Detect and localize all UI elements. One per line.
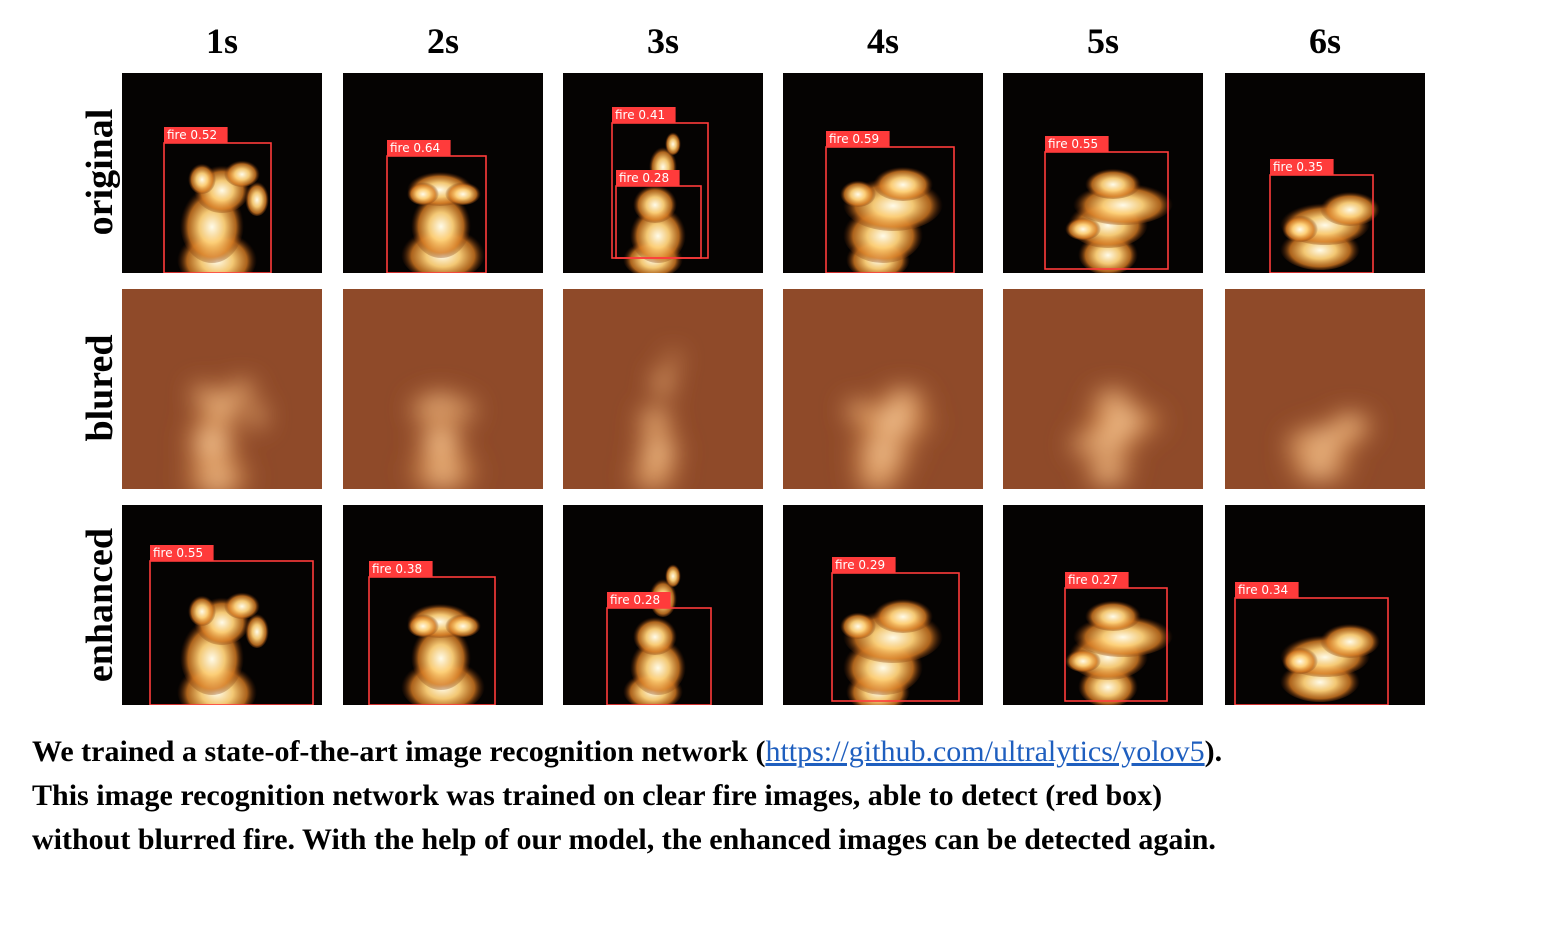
image-blured-1s (122, 289, 322, 489)
fire-flame (840, 381, 943, 489)
image-blured-5s (1003, 289, 1203, 489)
detection-box: fire 0.64 (386, 140, 487, 273)
fire-flame (840, 597, 943, 705)
caption-line-1: We trained a state-of-the-art image reco… (32, 730, 1532, 774)
detection-label: fire 0.55 (1048, 137, 1098, 151)
detection-box: fire 0.59 (825, 131, 955, 273)
time-label-2s: 2s (426, 21, 459, 61)
image-blured-2s (343, 289, 543, 489)
fire-flame (623, 563, 686, 705)
caption-line-2: This image recognition network was train… (32, 779, 1163, 812)
image-original-5s: fire 0.55 (1003, 73, 1203, 273)
fire-flame (1065, 383, 1173, 489)
fire-flame (401, 386, 485, 489)
detection-box: fire 0.28 (615, 170, 702, 259)
detection-label: fire 0.28 (610, 593, 660, 607)
row-label-original: original (79, 108, 121, 236)
caption-text-after-link: ). (1204, 735, 1223, 768)
fire-flame (1280, 406, 1380, 486)
detection-label: fire 0.28 (619, 171, 669, 185)
caption: We trained a state-of-the-art image reco… (32, 730, 1532, 862)
fire-flame (177, 159, 269, 273)
time-label-4s: 4s (866, 21, 899, 61)
fire-flame (1065, 599, 1173, 705)
image-enhanced-4s: fire 0.29 (783, 505, 983, 705)
row-label-enhanced: enhanced (79, 527, 121, 683)
detection-label: fire 0.55 (153, 546, 203, 560)
time-label-3s: 3s (646, 21, 679, 61)
image-original-3s: fire 0.41 fire 0.28 (563, 73, 763, 273)
image-blured-6s (1225, 289, 1425, 489)
detection-box: fire 0.34 (1234, 582, 1389, 705)
time-label-6s: 6s (1308, 21, 1341, 61)
detection-label: fire 0.59 (829, 132, 879, 146)
image-enhanced-3s: fire 0.28 (563, 505, 763, 705)
image-blured-4s (783, 289, 983, 489)
fire-flame (177, 375, 269, 489)
fire-flame (401, 602, 485, 705)
detection-label: fire 0.35 (1273, 160, 1323, 174)
image-enhanced-1s: fire 0.55 (122, 505, 322, 705)
fire-flame (401, 170, 485, 273)
detection-box: fire 0.27 (1064, 572, 1168, 702)
caption-text-before-link: We trained a state-of-the-art image reco… (32, 735, 766, 768)
image-original-1s: fire 0.52 (122, 73, 322, 273)
image-enhanced-6s: fire 0.34 (1225, 505, 1425, 705)
image-original-6s: fire 0.35 (1225, 73, 1425, 273)
detection-label: fire 0.29 (835, 558, 885, 572)
detection-label: fire 0.41 (615, 108, 665, 122)
image-enhanced-2s: fire 0.38 (343, 505, 543, 705)
caption-line-3: without blurred fire. With the help of o… (32, 823, 1216, 856)
detection-box: fire 0.38 (368, 561, 496, 705)
fire-flame (1280, 622, 1380, 702)
image-original-4s: fire 0.59 (783, 73, 983, 273)
detection-box: fire 0.29 (831, 557, 960, 702)
image-blured-3s (563, 289, 763, 489)
image-original-2s: fire 0.64 (343, 73, 543, 273)
row-label-blured: blured (79, 334, 121, 442)
detection-label: fire 0.64 (390, 141, 440, 155)
fire-flame (1280, 190, 1380, 270)
image-enhanced-5s: fire 0.27 (1003, 505, 1203, 705)
detection-box: fire 0.35 (1269, 159, 1374, 273)
detection-label: fire 0.34 (1238, 583, 1288, 597)
fire-flame (623, 347, 686, 489)
detection-box: fire 0.55 (149, 545, 314, 705)
detection-box: fire 0.41 (611, 107, 709, 259)
detection-box: fire 0.28 (606, 592, 712, 705)
github-link[interactable]: https://github.com/ultralytics/yolov5 (765, 735, 1205, 768)
fire-flame (177, 591, 269, 705)
detection-box: fire 0.52 (163, 127, 272, 273)
detection-label: fire 0.38 (372, 562, 422, 576)
detection-box: fire 0.55 (1044, 136, 1169, 270)
fire-flame (623, 131, 686, 273)
fire-flame (1065, 167, 1173, 273)
detection-label: fire 0.27 (1068, 573, 1118, 587)
time-label-1s: 1s (205, 21, 238, 61)
fire-flame (840, 165, 943, 273)
time-label-5s: 5s (1086, 21, 1119, 61)
detection-label: fire 0.52 (167, 128, 217, 142)
